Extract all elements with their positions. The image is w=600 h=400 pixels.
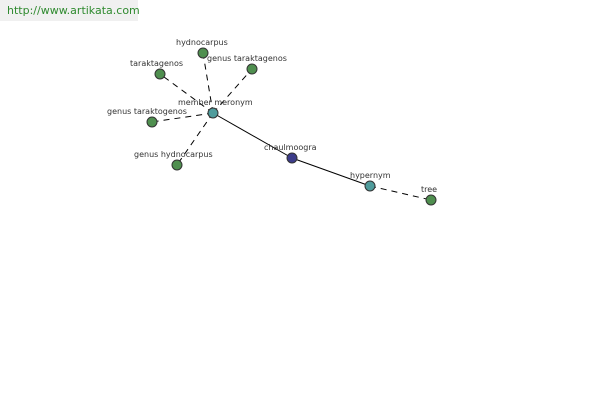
node-label-chaulmoogra[interactable]: chaulmoogra	[264, 143, 317, 152]
graph-edges	[151, 52, 432, 201]
node-circle-taraktagenos[interactable]	[154, 68, 166, 80]
node-label-taraktagenos[interactable]: taraktagenos	[130, 59, 183, 68]
node-circle-hypernym[interactable]	[364, 180, 376, 192]
node-label-tree[interactable]: tree	[421, 185, 437, 194]
node-chaulmoogra[interactable]: chaulmoogra	[264, 143, 317, 164]
node-label-genus-taraktagenos[interactable]: genus taraktagenos	[207, 54, 287, 63]
node-label-genus-hydnocarpus[interactable]: genus hydnocarpus	[134, 150, 213, 159]
edge-member-meronym-chaulmoogra	[212, 112, 293, 159]
node-taraktagenos[interactable]: taraktagenos	[130, 59, 183, 80]
node-genus-hydnocarpus[interactable]: genus hydnocarpus	[134, 150, 213, 171]
node-tree[interactable]: tree	[421, 185, 437, 206]
node-genus-taraktagenos[interactable]: genus taraktagenos	[207, 54, 287, 75]
site-url-link[interactable]: http://www.artikata.com	[7, 4, 140, 17]
node-label-genus-taraktogenos[interactable]: genus taraktogenos	[107, 107, 187, 116]
url-bar: http://www.artikata.com	[0, 0, 140, 21]
node-hydnocarpus[interactable]: hydnocarpus	[176, 38, 228, 59]
node-label-hypernym[interactable]: hypernym	[350, 171, 391, 180]
node-member-meronym[interactable]: member meronym	[178, 98, 253, 119]
node-circle-chaulmoogra[interactable]	[286, 152, 298, 164]
node-circle-genus-hydnocarpus[interactable]	[171, 159, 183, 171]
graph-nodes: hydnocarpus genus taraktagenos taraktageno…	[107, 38, 437, 206]
node-circle-genus-taraktagenos[interactable]	[246, 63, 258, 75]
node-genus-taraktogenos[interactable]: genus taraktogenos	[107, 107, 187, 128]
node-circle-tree[interactable]	[425, 194, 437, 206]
node-hypernym[interactable]: hypernym	[350, 171, 391, 192]
node-circle-genus-taraktogenos[interactable]	[146, 116, 158, 128]
node-circle-member-meronym[interactable]	[207, 107, 219, 119]
node-label-member-meronym[interactable]: member meronym	[178, 98, 253, 107]
node-label-hydnocarpus[interactable]: hydnocarpus	[176, 38, 228, 47]
edge-member-meronym-genus-taraktagenos	[212, 68, 253, 114]
edge-chaulmoogra-hypernym	[291, 157, 371, 187]
node-circle-hydnocarpus[interactable]	[197, 47, 209, 59]
